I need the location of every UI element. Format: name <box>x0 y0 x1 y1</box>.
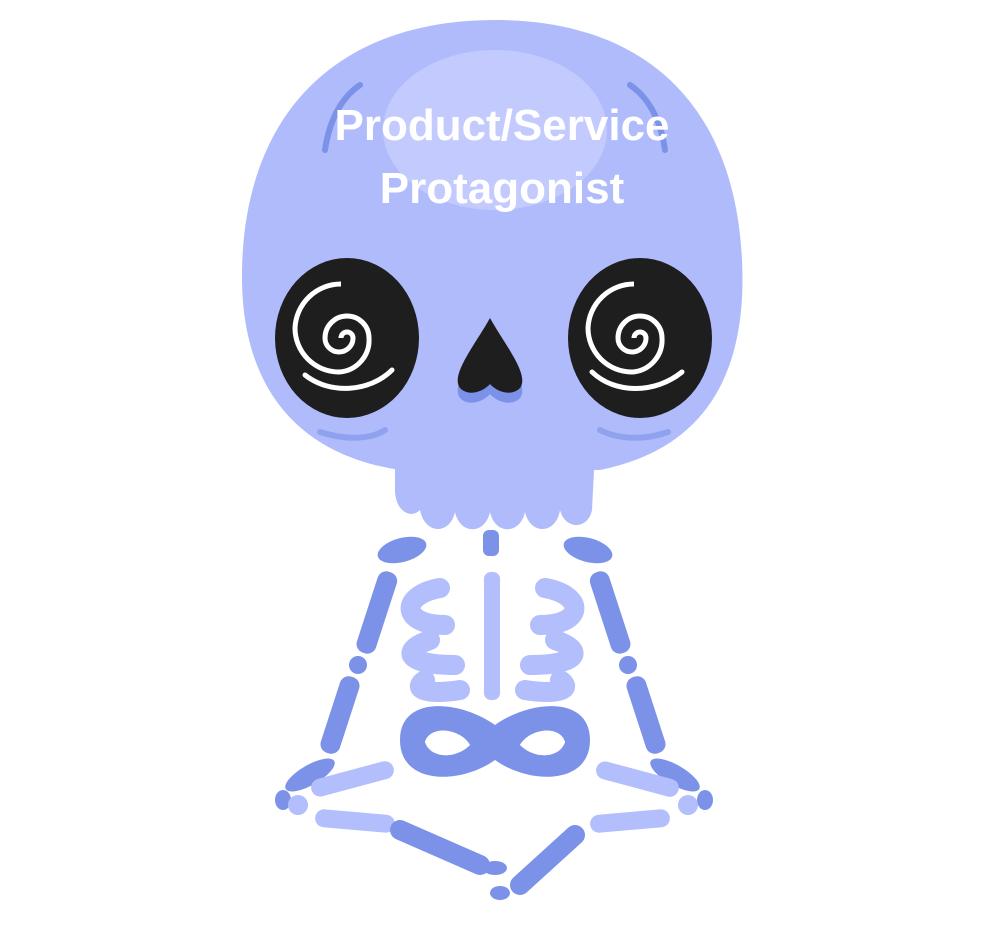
arm-right <box>563 536 713 810</box>
pelvis <box>400 706 590 777</box>
spine <box>484 572 500 700</box>
nose <box>457 318 523 393</box>
arm-left <box>275 536 427 810</box>
skull: Product/Service Protagonist <box>241 20 743 530</box>
title-line-1: Product/Service <box>334 101 669 150</box>
neck-bone <box>483 530 499 556</box>
skull-jaw <box>395 450 595 530</box>
crease-right <box>627 82 668 153</box>
eye-left <box>275 258 419 418</box>
crease-left <box>322 82 363 153</box>
skull-highlight <box>383 50 607 210</box>
eye-right <box>568 258 712 418</box>
spiral-icon <box>292 281 372 375</box>
ribs <box>400 578 585 702</box>
cheek-right <box>597 427 671 441</box>
spiral-icon <box>585 281 665 375</box>
torso <box>400 530 590 777</box>
cheek-left <box>317 427 388 441</box>
leg-right <box>490 761 698 900</box>
leg-left <box>288 761 507 875</box>
title-line-2: Protagonist <box>380 164 625 213</box>
